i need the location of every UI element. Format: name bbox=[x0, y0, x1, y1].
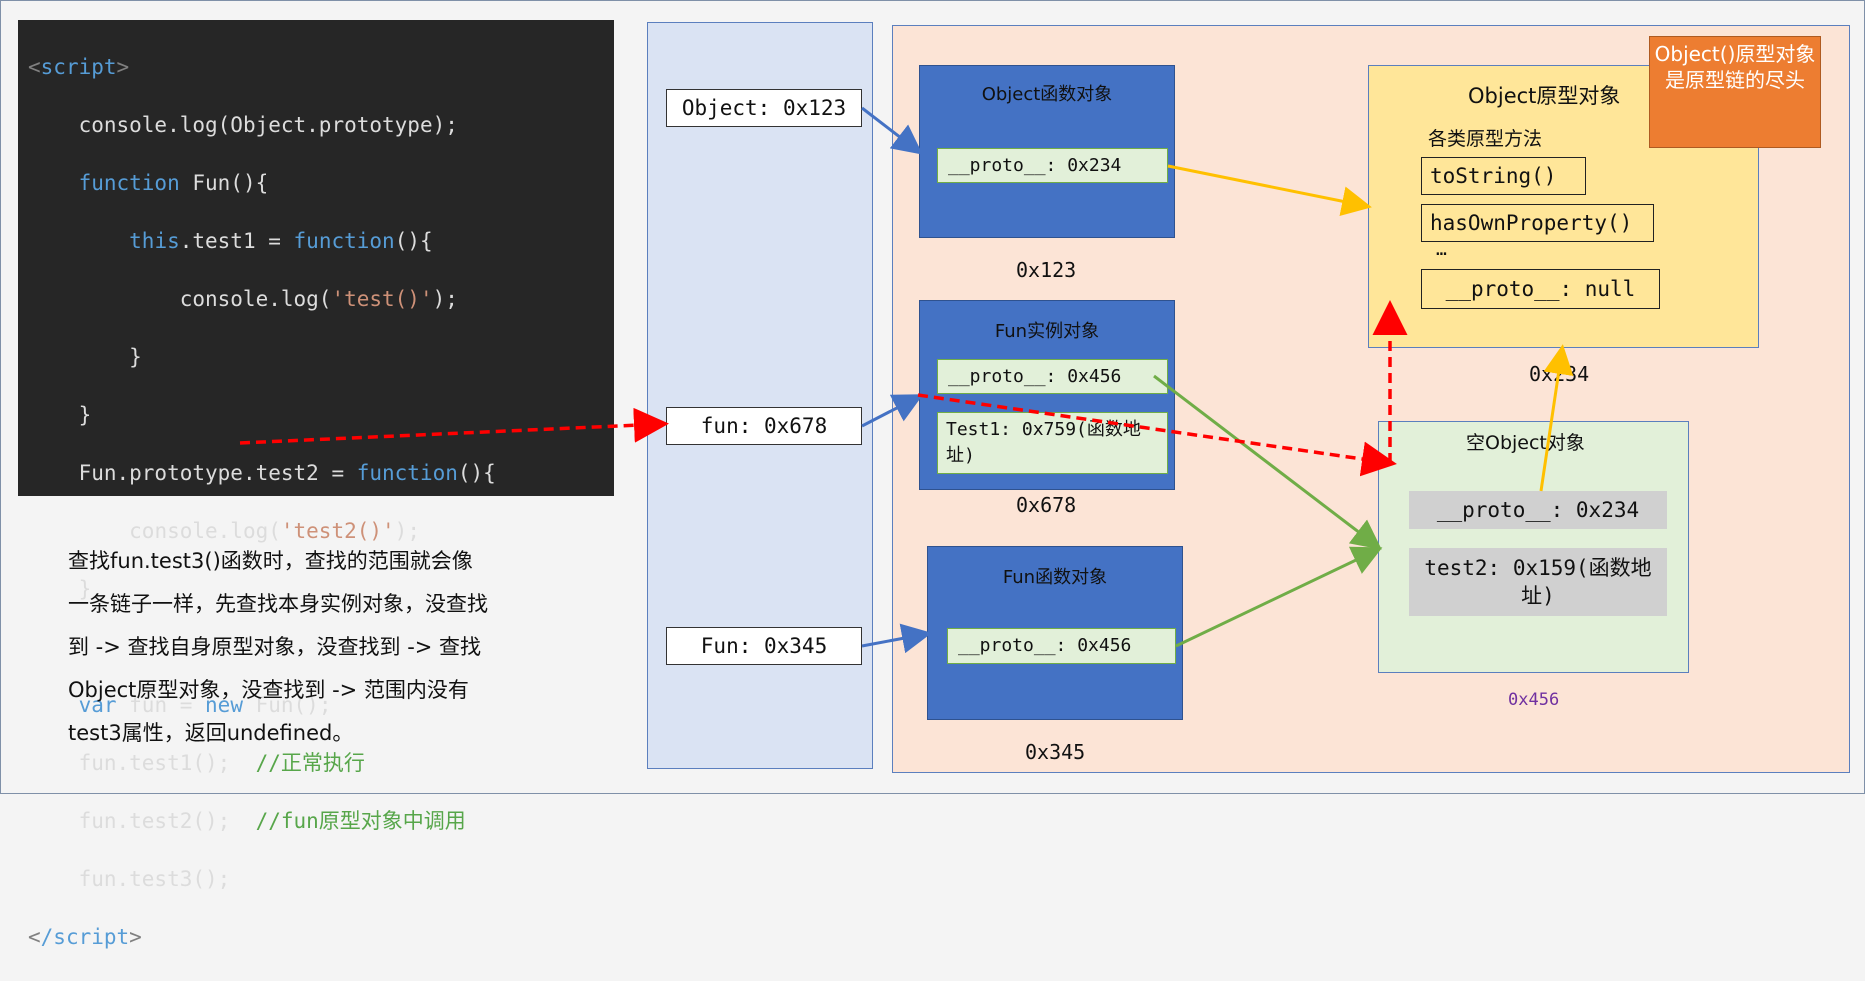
arrow-object-proto bbox=[1167, 164, 1372, 216]
empty-object-test2: test2: 0x159(函数地址) bbox=[1409, 548, 1667, 616]
object-prototype-title: Object原型对象 bbox=[1468, 84, 1621, 108]
code-line: <script> bbox=[28, 55, 130, 79]
stack-var-object: Object: 0x123 bbox=[666, 89, 862, 127]
fun-instance-test1: Test1: 0x759(函数地址) bbox=[937, 412, 1168, 474]
object-function-title: Object函数对象 bbox=[981, 84, 1113, 105]
code-line: console.log('test()'); bbox=[179, 287, 458, 311]
empty-object-proto: __proto__: 0x234 bbox=[1409, 491, 1667, 529]
code-line: fun.test1(); //正常执行 bbox=[78, 751, 365, 775]
description-text: 查找fun.test3()函数时，查找的范围就会像 一条链子一样，先查找本身实例… bbox=[68, 540, 588, 755]
arrow-layer bbox=[239, 106, 1574, 654]
code-line: Fun.prototype.test2 = function(){ bbox=[78, 461, 496, 485]
description-line: 到 -> 查找自身原型对象，没查找到 -> 查找 bbox=[68, 635, 482, 659]
description-line: 一条链子一样，先查找本身实例对象，没查找 bbox=[68, 592, 488, 616]
fun-instance-title: Fun实例对象 bbox=[994, 321, 1100, 342]
code-line: } bbox=[78, 577, 92, 601]
code-line: </script> bbox=[28, 925, 142, 949]
fun-instance-address: 0x678 bbox=[1016, 493, 1077, 517]
stack-var-Fun: Fun: 0x345 bbox=[666, 627, 862, 665]
arrow-Fun-var bbox=[861, 623, 932, 654]
code-line: this.test1 = function(){ bbox=[129, 229, 433, 253]
arrow-object-var bbox=[861, 106, 923, 155]
arrow-fun-var bbox=[861, 394, 924, 428]
fun-instance-proto: __proto__: 0x456 bbox=[937, 359, 1168, 394]
method-tostring: toString() bbox=[1421, 157, 1586, 195]
description-line: test3属性，返回undefined。 bbox=[68, 721, 354, 745]
fun-function-title: Fun函数对象 bbox=[1002, 567, 1108, 588]
description-line: 查找fun.test3()函数时，查找的范围就会像 bbox=[68, 549, 473, 573]
arrow-instance-proto bbox=[1153, 374, 1382, 550]
empty-object-title: 空Object对象 bbox=[1466, 432, 1585, 454]
empty-object-box bbox=[1378, 421, 1689, 673]
arrow-lookup-instance bbox=[917, 393, 1397, 477]
arrow-fun-func-proto bbox=[1175, 546, 1383, 648]
code-line: console.log(Object.prototype); bbox=[78, 113, 458, 137]
description-line: Object原型对象，没查找到 -> 范围内没有 bbox=[68, 678, 469, 702]
code-line: console.log('test2()'); bbox=[129, 519, 420, 543]
code-panel: <script> console.log(Object.prototype); … bbox=[18, 20, 614, 949]
empty-object-address: 0x456 bbox=[1508, 690, 1560, 710]
code-line: fun.test3(); bbox=[78, 867, 231, 891]
fun-function-proto: __proto__: 0x456 bbox=[947, 628, 1176, 664]
method-ellipsis: … bbox=[1436, 239, 1447, 260]
code-line: var fun = new Fun(); bbox=[78, 693, 332, 717]
code-line: function Fun(){ bbox=[78, 171, 269, 195]
code-line: fun.test2(); //fun原型对象中调用 bbox=[78, 809, 466, 833]
object-function-proto: __proto__: 0x234 bbox=[937, 148, 1168, 183]
object-prototype-subtitle: 各类原型方法 bbox=[1428, 128, 1543, 150]
fun-function-address: 0x345 bbox=[1025, 740, 1086, 764]
stack-var-fun: fun: 0x678 bbox=[666, 407, 862, 445]
arrow-empty-proto bbox=[1539, 344, 1574, 492]
arrow-lookup-stack bbox=[239, 407, 669, 445]
object-prototype-proto: __proto__: null bbox=[1421, 269, 1660, 309]
method-hasownproperty: hasOwnProperty() bbox=[1421, 204, 1654, 242]
code-line: } bbox=[129, 345, 142, 369]
object-function-address: 0x123 bbox=[1016, 258, 1077, 282]
prototype-chain-end-note: Object()原型对象是原型链的尽头 bbox=[1649, 36, 1821, 148]
code-line: } bbox=[78, 403, 92, 427]
